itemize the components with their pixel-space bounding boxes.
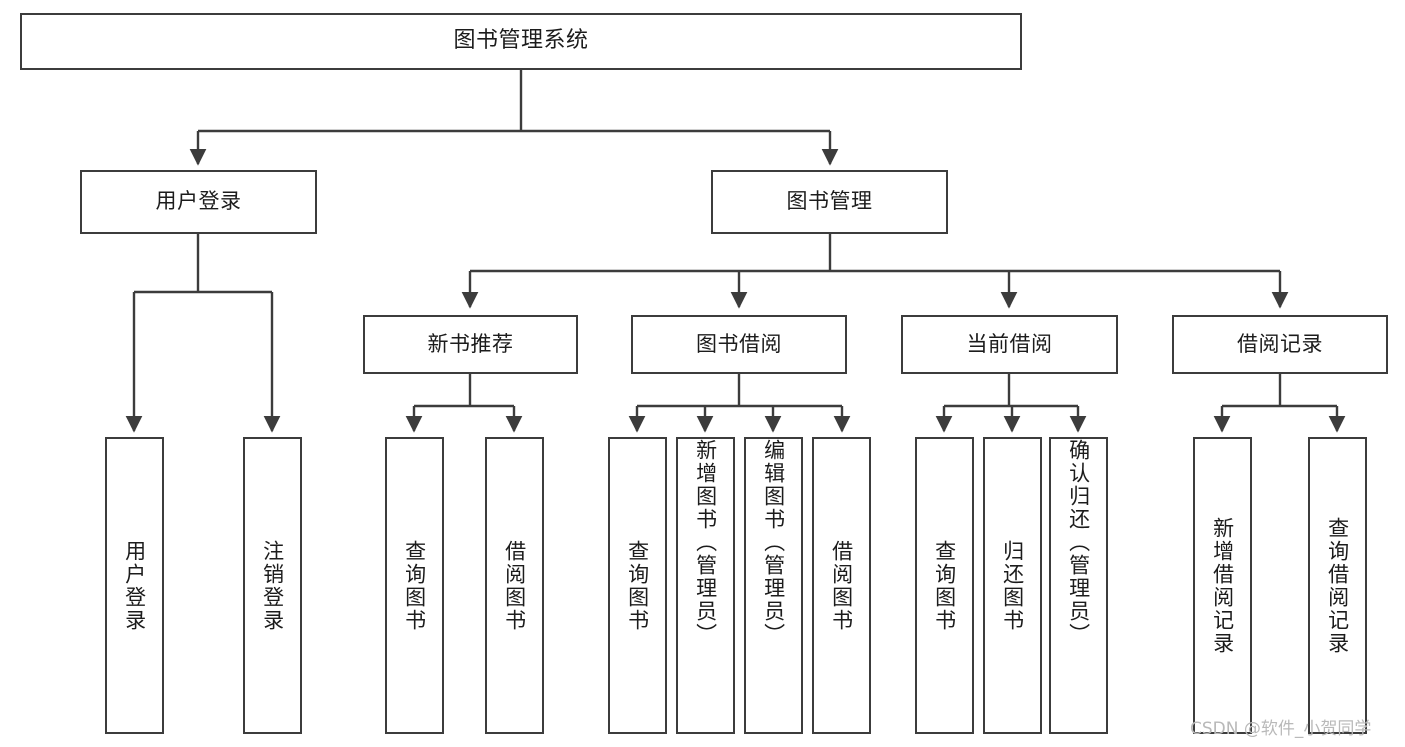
node-label: 借阅图书	[829, 539, 854, 632]
node-label: 归还图书	[1000, 539, 1025, 632]
node-label: 确认归还（管理员）	[1066, 439, 1091, 646]
leaf-borrow-record-add-record[interactable]: 新增借阅记录	[1193, 437, 1252, 734]
node-label: 用户登录	[122, 539, 147, 632]
csdn-watermark: CSDN @软件_小贺同学	[1190, 719, 1372, 739]
node-current-borrow[interactable]: 当前借阅	[901, 315, 1118, 374]
node-label: 查询图书	[625, 539, 650, 632]
leaf-current-borrow-return-book[interactable]: 归还图书	[983, 437, 1042, 734]
node-label: 注销登录	[260, 539, 285, 632]
node-label: 查询图书	[402, 539, 427, 632]
leaf-book-borrow-query-book[interactable]: 查询图书	[608, 437, 667, 734]
node-label: 当前借阅	[966, 331, 1053, 356]
leaf-user-login-login[interactable]: 用户登录	[105, 437, 164, 734]
node-label: 新增图书（管理员）	[693, 439, 718, 646]
leaf-book-borrow-edit-book-admin[interactable]: 编辑图书（管理员）	[744, 437, 803, 734]
node-label: 查询图书	[932, 539, 957, 632]
node-label: 查询借阅记录	[1325, 516, 1350, 655]
node-book-borrow[interactable]: 图书借阅	[631, 315, 847, 374]
leaf-borrow-record-query-record[interactable]: 查询借阅记录	[1308, 437, 1367, 734]
node-label: 用户登录	[155, 189, 242, 214]
node-label: 图书管理	[786, 189, 873, 214]
node-root-book-management-system[interactable]: 图书管理系统	[20, 13, 1022, 70]
node-label: 编辑图书（管理员）	[761, 439, 786, 646]
node-label: 图书管理系统	[453, 28, 589, 54]
leaf-current-borrow-query-book[interactable]: 查询图书	[915, 437, 974, 734]
node-label: 新增借阅记录	[1210, 516, 1235, 655]
leaf-book-borrow-borrow-book[interactable]: 借阅图书	[812, 437, 871, 734]
node-label: 图书借阅	[696, 331, 782, 356]
node-label: 借阅记录	[1237, 331, 1323, 356]
node-new-book-recommendation[interactable]: 新书推荐	[363, 315, 578, 374]
leaf-new-book-query-book[interactable]: 查询图书	[385, 437, 444, 734]
node-book-management[interactable]: 图书管理	[711, 170, 948, 234]
leaf-current-borrow-confirm-return-admin[interactable]: 确认归还（管理员）	[1049, 437, 1108, 734]
leaf-new-book-borrow-book[interactable]: 借阅图书	[485, 437, 544, 734]
leaf-book-borrow-add-book-admin[interactable]: 新增图书（管理员）	[676, 437, 735, 734]
node-user-login[interactable]: 用户登录	[80, 170, 317, 234]
node-label: 新书推荐	[427, 331, 514, 356]
leaf-user-login-logout[interactable]: 注销登录	[243, 437, 302, 734]
node-label: 借阅图书	[502, 539, 527, 632]
node-borrow-record[interactable]: 借阅记录	[1172, 315, 1388, 374]
